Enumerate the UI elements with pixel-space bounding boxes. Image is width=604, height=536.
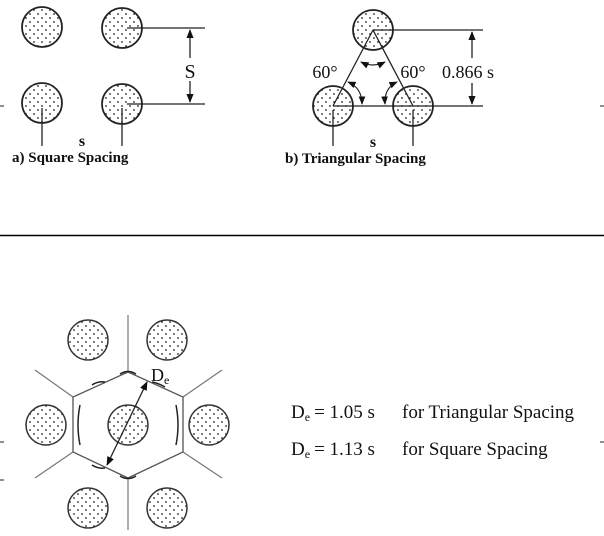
drain-circle [107,404,149,446]
eq-note: for Square Spacing [402,439,548,460]
angle-arc-left [347,81,366,105]
drain-circle [67,319,109,361]
eq-lhs: D [291,439,305,460]
drain-circle [25,404,67,446]
svg-text:De= 1.13 s: De = 1.13 s [291,439,375,461]
horizontal-spacing-label: s [79,133,85,150]
eq-rhs: = 1.13 s [314,439,375,460]
angle-left-label: 60° [312,62,337,82]
eq-sub: e [305,410,310,424]
eq-note: for Triangular Spacing [402,402,575,423]
equivalent-diameter-figure: De [25,315,230,530]
eq-lhs: D [291,402,305,423]
drain-circle [146,487,188,529]
triangular-spacing-caption: b) Triangular Spacing [285,151,426,167]
triangle-side [372,29,414,107]
drain-circle [146,319,188,361]
equation-triangular: De = 1.05 s for Triangular Spacing [291,402,575,424]
vertical-spacing-label: S [184,61,195,83]
drain-circle [21,6,63,48]
influence-arcs [77,370,179,480]
triangle-side [332,29,374,107]
eq-sub: e [305,447,310,461]
eq-rhs: = 1.05 s [314,402,375,423]
angle-right-label: 60° [400,62,425,82]
square-spacing-figure: S s a) Square Spacing [12,6,205,166]
diameter-arrow [106,381,148,466]
svg-text:De= 1.05 s: De = 1.05 s [291,402,375,424]
drain-circle [67,487,109,529]
height-label: 0.866 s [442,62,494,82]
hexagon-spokes [34,315,223,530]
angle-arc-right [381,81,398,105]
square-spacing-caption: a) Square Spacing [12,150,129,166]
equation-square: De = 1.13 s for Square Spacing [291,439,548,461]
drain-circle [188,404,230,446]
horizontal-spacing-label: s [370,134,376,151]
diameter-label: De [151,365,169,387]
angle-arc-top [360,61,386,69]
triangular-spacing-figure: 60° 60° 0.866 s s b) Triangular Spacing [285,9,494,167]
